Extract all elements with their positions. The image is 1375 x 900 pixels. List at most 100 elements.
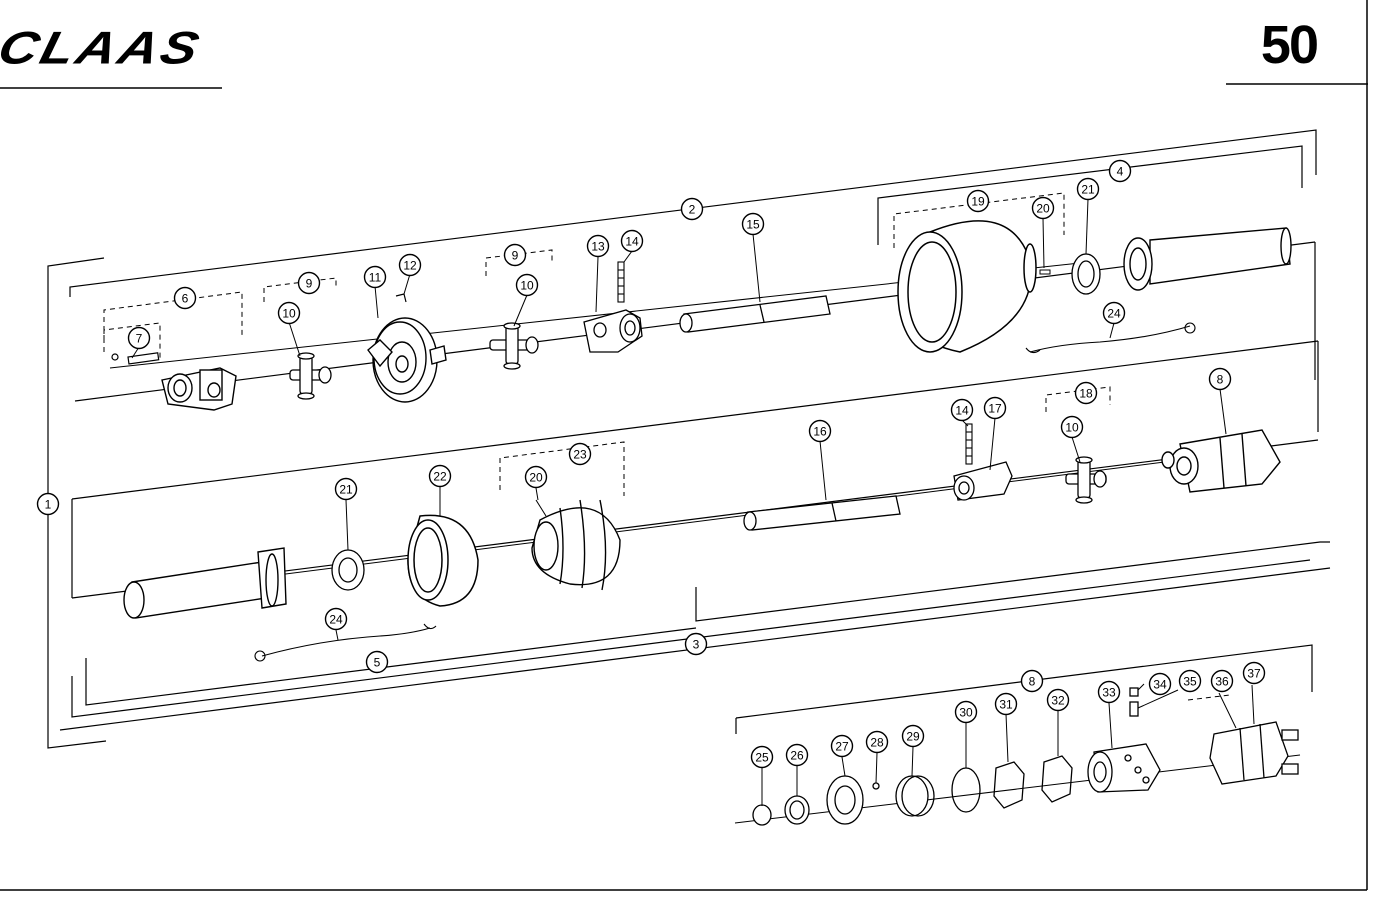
- clutch-disc-part: [367, 317, 447, 403]
- bearing-ring-part: [1071, 253, 1101, 295]
- callout-circle: [173, 286, 197, 310]
- callout-number: 1: [45, 498, 52, 512]
- spring-35: [1129, 701, 1139, 717]
- callout-c8b: 8: [1020, 669, 1044, 693]
- callout-number: 23: [573, 448, 587, 462]
- callout-c4: 4: [1108, 159, 1132, 183]
- callout-c12: 12: [398, 253, 422, 277]
- yoke-part: [161, 367, 237, 411]
- cap-34: [1129, 687, 1139, 697]
- callout-number: 26: [790, 749, 804, 763]
- callout-c23: 23: [568, 442, 592, 466]
- callout-c29: 29: [901, 724, 925, 748]
- bellows-cone-part: [531, 499, 621, 591]
- clutch-breakdown: [752, 687, 1299, 826]
- callout-c18: 18: [1074, 381, 1098, 405]
- callout-c24b: 24: [324, 607, 348, 631]
- callout-circle: [127, 326, 151, 350]
- callout-circle: [741, 212, 765, 236]
- callout-c3: 3: [684, 632, 708, 656]
- callout-c24a: 24: [1102, 301, 1126, 325]
- callout-circle: [324, 607, 348, 631]
- callout-c21a: 21: [1076, 177, 1100, 201]
- callout-number: 12: [403, 259, 417, 273]
- callout-circle: [1148, 672, 1172, 696]
- callout-number: 10: [520, 279, 534, 293]
- callout-c30: 30: [954, 700, 978, 724]
- callout-circle: [428, 464, 452, 488]
- callout-c37: 37: [1242, 661, 1266, 685]
- callout-c13: 13: [586, 234, 610, 258]
- callout-number: 15: [746, 218, 760, 232]
- callout-number: 30: [959, 706, 973, 720]
- callout-c31: 31: [994, 692, 1018, 716]
- cross-spider-part: [1065, 456, 1107, 504]
- callout-circle: [297, 271, 321, 295]
- callout-number: 21: [1081, 183, 1095, 197]
- housing-37: [1209, 721, 1289, 785]
- callout-c16: 16: [808, 419, 832, 443]
- callout-c19: 19: [966, 189, 990, 213]
- callout-c20b: 20: [524, 465, 548, 489]
- inner-yoke-part: [953, 461, 1013, 501]
- callout-c33: 33: [1097, 680, 1121, 704]
- profile-tube-part: [679, 295, 831, 333]
- callout-number: 22: [433, 470, 447, 484]
- callout-circle: [1031, 196, 1055, 220]
- callout-number: 31: [999, 698, 1013, 712]
- callout-c21b: 21: [334, 477, 358, 501]
- callout-circle: [503, 243, 527, 267]
- callout-c36: 36: [1210, 669, 1234, 693]
- ring-25: [752, 804, 772, 826]
- callout-c14b: 14: [950, 398, 974, 422]
- callout-number: 24: [1107, 307, 1121, 321]
- callout-c27: 27: [830, 734, 854, 758]
- cross-spider-part: [289, 352, 332, 400]
- callout-c20a: 20: [1031, 196, 1055, 220]
- callout-circle: [785, 743, 809, 767]
- callout-number: 36: [1215, 675, 1229, 689]
- spring-ring-29: [895, 775, 929, 817]
- callout-circle: [966, 189, 990, 213]
- callout-c15: 15: [741, 212, 765, 236]
- callout-number: 32: [1051, 694, 1065, 708]
- screw-part: [1039, 269, 1051, 275]
- callout-number: 25: [755, 751, 769, 765]
- callout-circle: [277, 301, 301, 325]
- callout-number: 3: [693, 638, 700, 652]
- leader-lines: [131, 198, 1255, 806]
- guard-ring-part: [407, 514, 479, 607]
- callout-number: 17: [988, 402, 1002, 416]
- clip-part: [395, 293, 407, 303]
- callout-c11: 11: [363, 265, 387, 289]
- callout-circle: [1108, 159, 1132, 183]
- callout-number: 8: [1029, 675, 1036, 689]
- group-brackets: [47, 129, 1331, 749]
- callout-c9a: 9: [297, 271, 321, 295]
- ball-28: [872, 782, 880, 790]
- callout-circle: [950, 398, 974, 422]
- callout-circle: [954, 700, 978, 724]
- callout-c35: 35: [1178, 669, 1202, 693]
- callout-c34: 34: [1148, 672, 1172, 696]
- callout-circle: [365, 650, 389, 674]
- callout-number: 9: [512, 249, 519, 263]
- callout-c6: 6: [173, 286, 197, 310]
- callout-circle: [865, 730, 889, 754]
- callout-circle: [524, 465, 548, 489]
- callout-circle: [398, 253, 422, 277]
- callout-number: 11: [369, 271, 382, 285]
- dashed-subgroups: [103, 192, 1231, 701]
- callout-circle: [36, 492, 60, 516]
- callout-circle: [1102, 301, 1126, 325]
- spring-pin-part: [965, 423, 973, 465]
- callout-number: 6: [182, 292, 189, 306]
- callout-circle: [1210, 669, 1234, 693]
- bolt-part: [111, 352, 160, 365]
- callout-circle: [994, 692, 1018, 716]
- callout-number: 19: [971, 195, 985, 209]
- callout-number: 14: [955, 404, 969, 418]
